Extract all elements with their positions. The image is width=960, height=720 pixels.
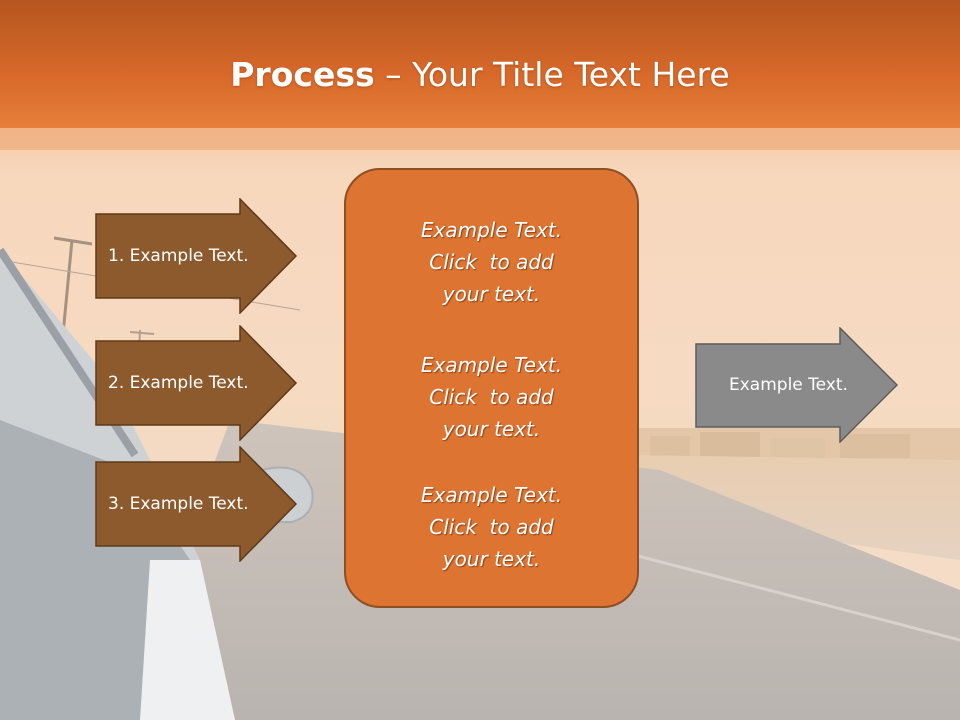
step-arrow-label: 1. Example Text. — [108, 246, 249, 266]
text-block-3: Example Text. Click to add your text. — [346, 479, 637, 575]
step-arrow-3[interactable]: 3. Example Text. — [95, 446, 298, 562]
text-line: Click to add — [429, 385, 554, 409]
text-block-2: Example Text. Click to add your text. — [346, 349, 637, 445]
text-line: your text. — [442, 547, 541, 571]
title-rest: – Your Title Text Here — [374, 55, 730, 94]
step-arrow-2[interactable]: 2. Example Text. — [95, 325, 298, 441]
step-arrow-label: 3. Example Text. — [108, 494, 249, 514]
step-arrow-1[interactable]: 1. Example Text. — [95, 198, 298, 314]
result-arrow-label: Example Text. — [729, 375, 848, 395]
center-text-box[interactable]: Example Text. Click to add your text. Ex… — [344, 168, 639, 608]
text-line: Example Text. — [420, 353, 563, 377]
step-arrow-label: 2. Example Text. — [108, 373, 249, 393]
right-arrow-shape — [95, 446, 298, 562]
right-arrow-shape — [695, 327, 899, 443]
text-line: your text. — [442, 282, 541, 306]
right-arrow-shape — [95, 325, 298, 441]
text-line: Click to add — [429, 515, 554, 539]
text-block-1: Example Text. Click to add your text. — [346, 214, 637, 310]
result-arrow[interactable]: Example Text. — [695, 327, 899, 443]
right-arrow-shape — [95, 198, 298, 314]
text-line: Click to add — [429, 250, 554, 274]
title-bold-part: Process — [230, 55, 375, 94]
text-line: Example Text. — [420, 218, 563, 242]
text-line: your text. — [442, 417, 541, 441]
slide-title[interactable]: Process – Your Title Text Here — [0, 52, 960, 98]
text-line: Example Text. — [420, 483, 563, 507]
